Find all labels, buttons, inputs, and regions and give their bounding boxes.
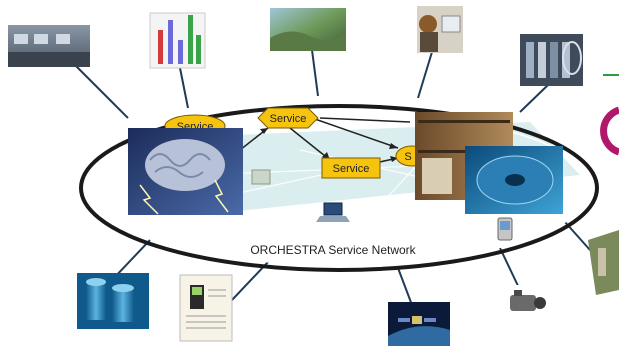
landscape-photo: [270, 8, 346, 51]
service-node-3: Service: [321, 157, 381, 179]
service-label-3: Service: [333, 163, 370, 175]
service-network-ellipse: [79, 104, 599, 272]
video-camera-image: [503, 285, 549, 321]
service-network-ellipse-inner: [86, 110, 592, 266]
database-cylinders-image: [77, 273, 149, 329]
bar-chart-thumbnail: [149, 12, 206, 69]
sensor-station-photo: [588, 230, 619, 295]
library-books-photo: [520, 34, 583, 86]
service-label-2: Service: [270, 113, 307, 125]
accent-arc: [600, 106, 619, 156]
network-caption: ORCHESTRA Service Network: [250, 243, 416, 257]
laptop-icon: [316, 202, 350, 222]
service-label-4: S: [404, 151, 411, 163]
service-arrows: [239, 117, 411, 169]
monitor-icon: [251, 169, 271, 185]
pda-icon: [497, 217, 513, 241]
service-node-2: Service: [257, 107, 319, 129]
document-page-image: [179, 274, 233, 342]
hard-disk-platter-image: [465, 146, 563, 214]
satellite-image: [388, 302, 450, 346]
person-at-computer-photo: [417, 6, 463, 53]
control-room-photo: [8, 25, 90, 67]
brain-lightning-image: [128, 128, 243, 215]
